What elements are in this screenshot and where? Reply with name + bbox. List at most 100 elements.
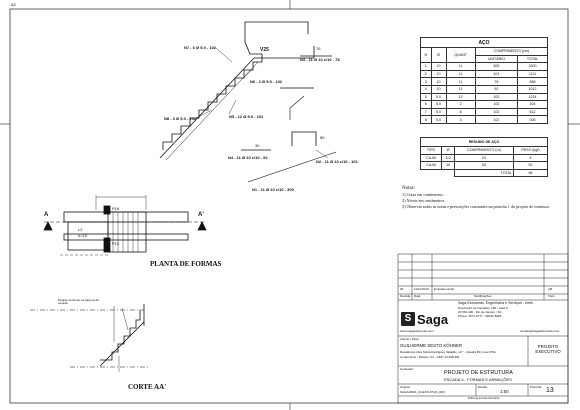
resumo-head-comp: COMPRIMENTO (m) [454,146,514,155]
aco-head-total: TOTAL [517,54,548,64]
label-n6: N6 - 2 Ø 5.0 - 102 [250,79,283,84]
cell: 12 [445,92,476,102]
cell: 3300 [517,62,548,71]
cell: 4 [420,84,432,94]
cut-arrow-a [43,221,53,231]
cell: 5.0 [430,100,447,109]
label-n5: N5 - 12 Ø 5.0 - 102 [229,114,264,119]
label-n1: N1 - 11 Ø 10 c/10 - 300 [252,187,294,192]
cut-arrow-a2 [197,221,207,231]
rev-col-modif: Modificações [474,294,492,298]
cell: 1012 [517,84,548,94]
aco-table: AÇO N Ø QUANT COMPRIMENTO (cm) UNITÁRIO … [420,37,549,124]
cell: 11 [445,62,476,71]
file-name: SAGA19001_03-EST-ATIVA_R00 [400,390,445,394]
aco-head-comp: COMPRIMENTO (cm) [474,47,549,56]
sheet-border [9,8,569,404]
saga-logo-icon: S [401,312,415,326]
cell: 24 [454,153,514,163]
cell: 102 [474,115,519,124]
resumo-head-diam: Ø [441,146,456,155]
pillar-p12-label: P12 [112,241,120,246]
client-addr1: Residência: Rua Sônia Rodrigues Valadão,… [400,350,496,354]
resumo-head-peso: PESO (kgf) [512,146,549,155]
total-row: TOTAL 56 [421,168,549,178]
label-v25: V25 [260,47,269,53]
rev-number: 00 [400,287,404,291]
cell: 858 [517,77,548,86]
bar-n1 [159,57,255,159]
beam-top [63,211,189,223]
cell: CA-50 [419,161,443,170]
cell: 11 [445,77,476,86]
cell: 3 [445,115,476,124]
label-n3: N3 - 11 Ø 10 c/10 - 78 [300,57,340,62]
label-dim-89: 89 [320,135,325,140]
rev-col-rev: Revisão [400,294,411,298]
cell: 6 [445,107,476,117]
cut-label-a: A [44,212,49,218]
label-n4: N4 - 11 Ø 10 c/10 - 92 [228,155,268,160]
cell: 6 [420,100,432,109]
cell: 52 [512,161,549,170]
note-item: 3) Observar todas as notas e prescrições… [402,204,550,209]
client-label: Cliente / Obra [400,337,419,341]
rev-col-visto: Visto [548,294,555,298]
cell: 102 [474,107,519,117]
slab-l2 [67,221,109,251]
aco-head-quant: QUANT [445,46,476,64]
stair-opening [107,211,147,253]
cell: 3 [420,77,432,86]
bar-n2 [291,131,317,146]
aco-head-unit: UNITÁRIO [474,54,519,64]
resumo-head-tipo: TIPO [419,146,443,155]
cell: 306 [517,115,548,124]
slab-height: h=10 [78,233,88,238]
project-title: PROJETO DE ESTRUTURA [444,370,513,376]
client-addr2: Condomínio - Maricá / RJ - CEP: 24.938-4… [400,355,460,359]
cut-label-a2: A' [198,212,204,218]
cell: 204 [517,100,548,109]
cell: 612 [517,107,548,117]
section-view [30,304,150,372]
scale-value: 1:50 [500,389,509,394]
plan-view [43,195,207,256]
pillar-p16 [103,205,111,215]
section-stair [100,310,141,361]
resumo-table: RESUMO DE AÇO TIPO Ø COMPRIMENTO (m) PES… [419,137,549,178]
aco-head-diam: Ø [430,46,447,64]
cell: 2 [445,100,476,109]
project-status: PROJETO EXECUTIVO [535,344,561,354]
section-waist [99,321,145,367]
section-title: CORTE AA' [128,383,167,391]
cell: 2 [420,69,432,79]
cell: 102 [474,100,519,109]
beam-bottom [63,233,189,241]
rev-date: 11/11/2019 [414,287,429,291]
cell: 1224 [517,92,548,102]
cell: 1 [420,62,432,71]
resumo-total-label: TOTAL [454,168,514,178]
cell: 10 [430,84,447,94]
rev-col-data: Data [414,294,421,298]
sheet-label: Prancha [530,385,542,389]
cell: 10 [441,161,456,170]
bar-n1-detail [247,151,337,183]
footer-note: Folha de Acordo Normativo [468,397,500,400]
section-note: Degrau contínuo na largura da escada [58,298,99,305]
pillar-p16-label: P16 [112,206,120,211]
cell: 5 [420,92,432,102]
project-subtitle: ESCADA 4 - FORMAS E ARMAÇÕES [444,377,512,382]
cell: CA-60 [419,153,443,163]
cell: 63 [454,161,514,170]
cell: 101 [474,69,519,79]
label-dim-76: 76 [316,46,321,51]
label-n2: N2 - 11 Ø 10 c/10 - 101 [316,159,358,164]
cell: 11 [445,84,476,94]
